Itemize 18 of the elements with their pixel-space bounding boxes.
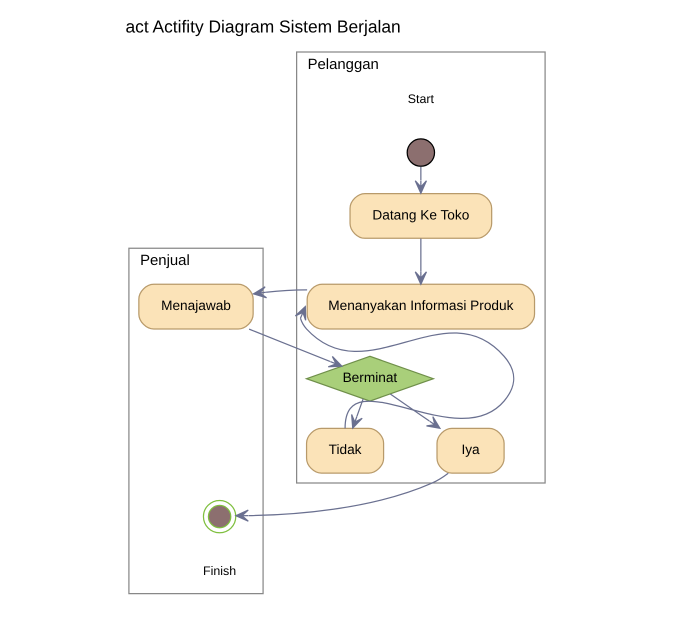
diagram-title: act Actifity Diagram Sistem Berjalan: [124, 16, 400, 36]
arrow: [350, 398, 364, 429]
arrow: [294, 306, 514, 428]
node-label: Start: [407, 92, 434, 106]
arrow: [389, 394, 440, 429]
arrow: [248, 328, 342, 368]
arrow: [234, 472, 448, 522]
node-box: Iya: [436, 428, 504, 474]
node-circle: [202, 500, 236, 534]
arrow: [252, 286, 307, 298]
node-label: Finish: [202, 564, 236, 578]
arrow: [414, 238, 427, 285]
node-box: Datang Ke Toko: [348, 192, 492, 239]
node-box: Tidak: [305, 428, 384, 474]
node-box: Menanyakan Informasi Produk: [306, 284, 535, 330]
node-circle: [406, 138, 435, 167]
arrow: [414, 166, 427, 194]
node-box: Menajawab: [138, 284, 254, 330]
